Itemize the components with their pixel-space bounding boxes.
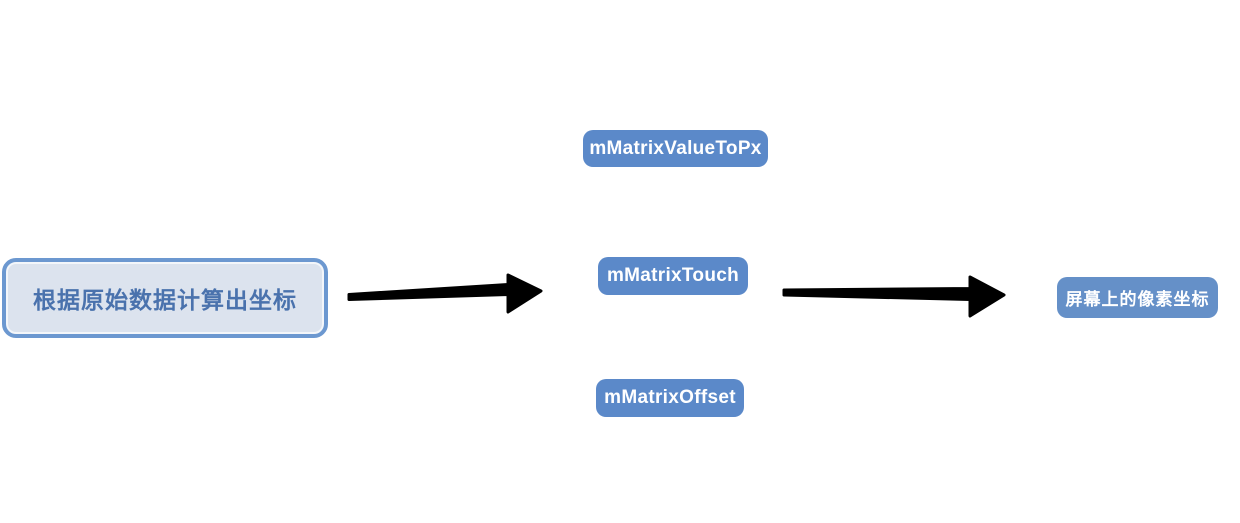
matrix-node-touch: mMatrixTouch [598, 257, 748, 295]
arrow-right-icon [782, 275, 1006, 318]
matrix-node-value-to-px: mMatrixValueToPx [583, 130, 768, 167]
arrow-right-icon [347, 273, 543, 314]
target-node-screen-pixel-coordinates: 屏幕上的像素坐标 [1057, 277, 1218, 318]
source-node-label: 根据原始数据计算出坐标 [33, 287, 297, 313]
matrix-node-label: mMatrixValueToPx [589, 137, 762, 159]
target-node-label: 屏幕上的像素坐标 [1065, 290, 1210, 309]
matrix-node-offset: mMatrixOffset [596, 379, 744, 417]
matrix-node-label: mMatrixTouch [606, 265, 740, 286]
source-node-compute-coordinates: 根据原始数据计算出坐标 [2, 258, 328, 338]
matrix-node-label: mMatrixOffset [604, 387, 736, 408]
